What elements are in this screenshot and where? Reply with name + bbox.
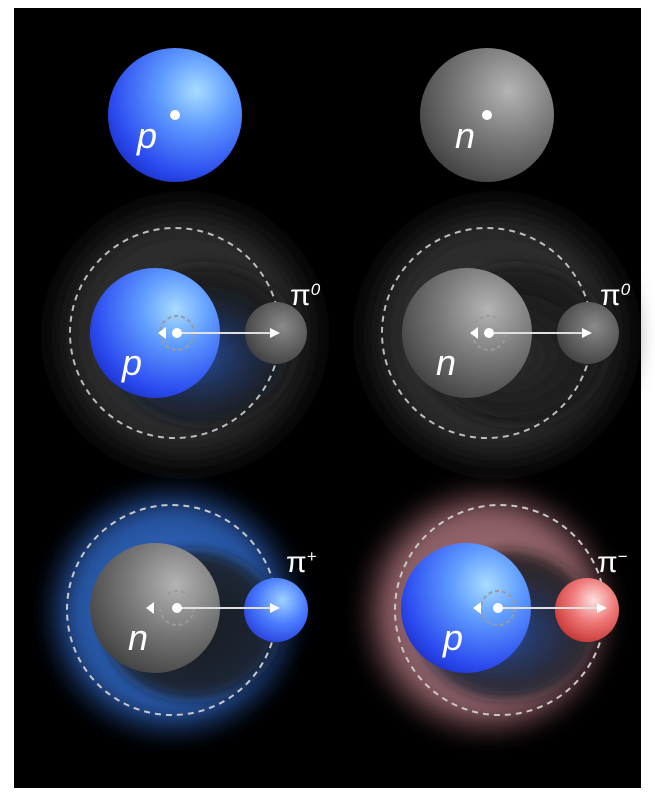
- proton-label: p: [136, 115, 157, 156]
- neutron-pi0-panel: n π0: [347, 185, 647, 485]
- neutron-piplus-panel: n π+: [37, 477, 317, 747]
- neutron-label: n: [128, 617, 148, 658]
- center-dot: [170, 110, 180, 120]
- arrow-head-left: [158, 327, 166, 339]
- proton-piminus-panel: p π−: [352, 477, 628, 747]
- center-dot: [493, 603, 503, 613]
- neutron-sphere: [90, 543, 220, 673]
- pion-charge: 0: [311, 280, 321, 299]
- proton-sphere: [401, 543, 531, 673]
- pion-symbol: π: [286, 546, 307, 579]
- neutron-label: n: [436, 342, 456, 383]
- pion-sphere: [555, 578, 619, 642]
- pion-label: π0: [600, 279, 631, 312]
- pion-label: π0: [290, 279, 321, 312]
- pion-symbol: π: [290, 279, 311, 312]
- arrow-head-left: [146, 602, 154, 614]
- pion-symbol: π: [597, 546, 618, 579]
- free-proton: p: [108, 48, 242, 182]
- arrow-head-left: [470, 327, 478, 339]
- center-dot: [484, 328, 494, 338]
- pion-charge: −: [618, 547, 628, 566]
- center-dot: [172, 603, 182, 613]
- pion-label: π−: [597, 546, 628, 579]
- neutron-sphere: [402, 268, 532, 398]
- arrow-head-right: [270, 328, 280, 338]
- center-dot: [482, 110, 492, 120]
- free-neutron: n: [420, 48, 554, 182]
- neutron-label: n: [455, 115, 475, 156]
- proton-sphere: [90, 268, 220, 398]
- arrow-head-left: [473, 602, 481, 614]
- pion-symbol: π: [600, 279, 621, 312]
- pion-charge: 0: [621, 280, 631, 299]
- arrow-head-right: [270, 603, 280, 613]
- proton-pi0-panel: p π0: [35, 185, 335, 485]
- center-dot: [172, 328, 182, 338]
- proton-label: p: [442, 617, 463, 658]
- arrow-head-right: [597, 603, 607, 613]
- proton-label: p: [121, 342, 142, 383]
- pion-charge: +: [307, 547, 317, 566]
- arrow-head-right: [582, 328, 592, 338]
- pion-label: π+: [286, 546, 317, 579]
